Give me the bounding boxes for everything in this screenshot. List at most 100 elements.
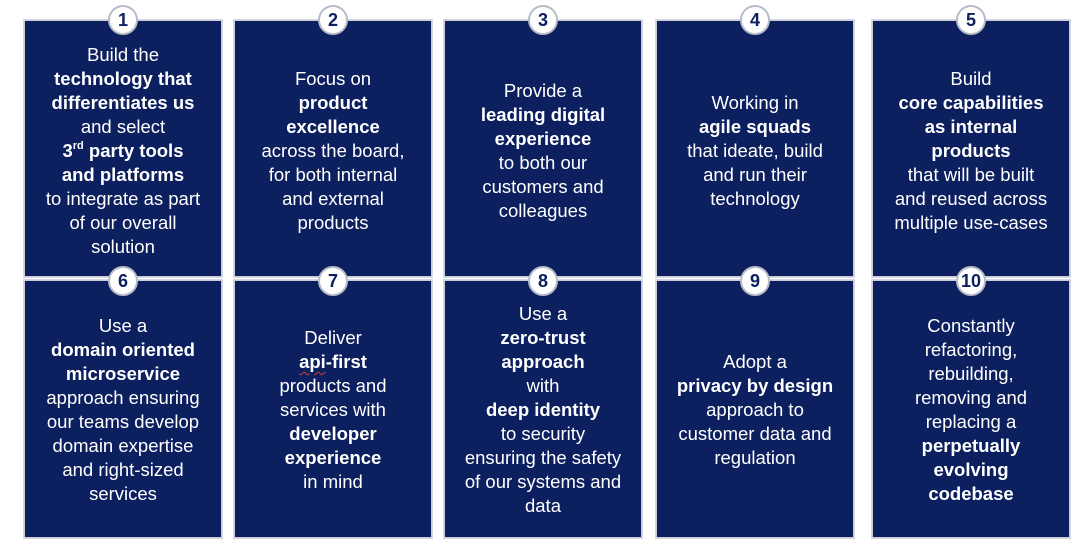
principle-line-text: approach ensuring bbox=[46, 387, 200, 408]
principle-line: core capabilities bbox=[881, 91, 1061, 115]
principle-text: Deliver api-first products and services wit… bbox=[243, 326, 423, 494]
principle-line-text: experience bbox=[494, 128, 592, 149]
principle-line-text: Working in bbox=[711, 92, 799, 113]
principle-line-text: products bbox=[931, 140, 1011, 161]
principle-line-text: for both internal bbox=[268, 164, 398, 185]
principle-line: that ideate, build bbox=[665, 139, 845, 163]
principle-line: in mind bbox=[243, 470, 423, 494]
principle-line: agile squads bbox=[665, 115, 845, 139]
principle-line: rebuilding, bbox=[881, 362, 1061, 386]
principle-line-text: to security bbox=[500, 423, 586, 444]
principle-line-text: domain expertise bbox=[52, 435, 194, 456]
principle-line: Working in bbox=[665, 91, 845, 115]
principle-line: evolving bbox=[881, 458, 1061, 482]
principle-line: and right-sized bbox=[33, 458, 213, 482]
principle-line: domain oriented bbox=[33, 338, 213, 362]
principle-number-badge: 6 bbox=[108, 266, 138, 296]
principle-line-text: that ideate, build bbox=[687, 140, 823, 161]
principle-line-text: services with bbox=[280, 399, 386, 420]
principle-line-text: codebase bbox=[928, 483, 1014, 504]
principle-line: leading digital bbox=[453, 103, 633, 127]
principle-number-badge: 8 bbox=[528, 266, 558, 296]
principle-line: colleagues bbox=[453, 199, 633, 223]
principle-line: and run their bbox=[665, 163, 845, 187]
principle-line: replacing a bbox=[881, 410, 1061, 434]
principle-line-text: perpetually bbox=[921, 435, 1021, 456]
principle-line-text: across the board, bbox=[261, 140, 405, 161]
principle-line: our teams develop bbox=[33, 410, 213, 434]
principle-line-suffix: -first bbox=[325, 351, 367, 372]
principle-line-text: Deliver bbox=[304, 327, 362, 348]
principle-line-text: deep identity bbox=[485, 399, 601, 420]
principle-line-text: and right-sized bbox=[62, 459, 184, 480]
principle-line: to both our bbox=[453, 151, 633, 175]
principle-line: with bbox=[453, 374, 633, 398]
principle-line-text: with bbox=[526, 375, 560, 396]
principle-line: Provide a bbox=[453, 79, 633, 103]
principle-line: Use a bbox=[453, 302, 633, 326]
principle-line-text: 3 bbox=[62, 140, 73, 161]
principle-line: across the board, bbox=[243, 139, 423, 163]
principle-line: Build the bbox=[33, 43, 213, 67]
principle-line: zero-trust bbox=[453, 326, 633, 350]
principle-line-text: api bbox=[299, 351, 326, 372]
principle-line: customers and bbox=[453, 175, 633, 199]
principle-line-text: technology bbox=[710, 188, 800, 209]
principle-line-text: colleagues bbox=[498, 200, 588, 221]
principle-line: to integrate as part bbox=[33, 187, 213, 211]
principle-line-suffix: party tools bbox=[83, 140, 184, 161]
principle-line: regulation bbox=[665, 446, 845, 470]
principle-line: 3rd party tools bbox=[33, 139, 213, 163]
principle-line: customer data and bbox=[665, 422, 845, 446]
principle-line-text: customer data and bbox=[678, 423, 832, 444]
principle-line-text: core capabilities bbox=[898, 92, 1044, 113]
principle-line: services with bbox=[243, 398, 423, 422]
principle-line: as internal bbox=[881, 115, 1061, 139]
principle-line: Focus on bbox=[243, 67, 423, 91]
principle-line-text: Build the bbox=[87, 44, 159, 65]
principle-line-text: excellence bbox=[286, 116, 380, 137]
principle-line: differentiates us bbox=[33, 91, 213, 115]
principle-line-text: services bbox=[89, 483, 157, 504]
principle-line-text: that will be built bbox=[907, 164, 1035, 185]
principle-line-text: domain oriented bbox=[51, 339, 195, 360]
principle-number-badge: 4 bbox=[740, 5, 770, 35]
principle-line: of our systems and bbox=[453, 470, 633, 494]
principle-line-text: our teams develop bbox=[46, 411, 200, 432]
principle-line-text: approach bbox=[501, 351, 585, 372]
principle-line: ensuring the safety bbox=[453, 446, 633, 470]
principle-line: approach to bbox=[665, 398, 845, 422]
principle-line-text: zero-trust bbox=[500, 327, 586, 348]
principle-line: deep identity bbox=[453, 398, 633, 422]
principle-line-text: Adopt a bbox=[723, 351, 787, 372]
principle-line: and reused across bbox=[881, 187, 1061, 211]
principle-line-text: and external bbox=[282, 188, 384, 209]
principle-line: Use a bbox=[33, 314, 213, 338]
principle-line: product bbox=[243, 91, 423, 115]
principle-line-text: and platforms bbox=[61, 164, 185, 185]
principle-line: refactoring, bbox=[881, 338, 1061, 362]
principle-line: products bbox=[243, 211, 423, 235]
principle-line-text: as internal bbox=[924, 116, 1018, 137]
principle-line-text: multiple use-cases bbox=[894, 212, 1048, 233]
principle-line-text: Constantly bbox=[927, 315, 1015, 336]
principle-line-text: products and bbox=[279, 375, 387, 396]
principle-number-badge: 5 bbox=[956, 5, 986, 35]
principle-line: technology bbox=[665, 187, 845, 211]
principle-line: microservice bbox=[33, 362, 213, 386]
principle-number-badge: 10 bbox=[956, 266, 986, 296]
principle-line: domain expertise bbox=[33, 434, 213, 458]
principle-line-text: and select bbox=[80, 116, 166, 137]
principle-line-text: of our overall bbox=[69, 212, 177, 233]
principle-line: codebase bbox=[881, 482, 1061, 506]
